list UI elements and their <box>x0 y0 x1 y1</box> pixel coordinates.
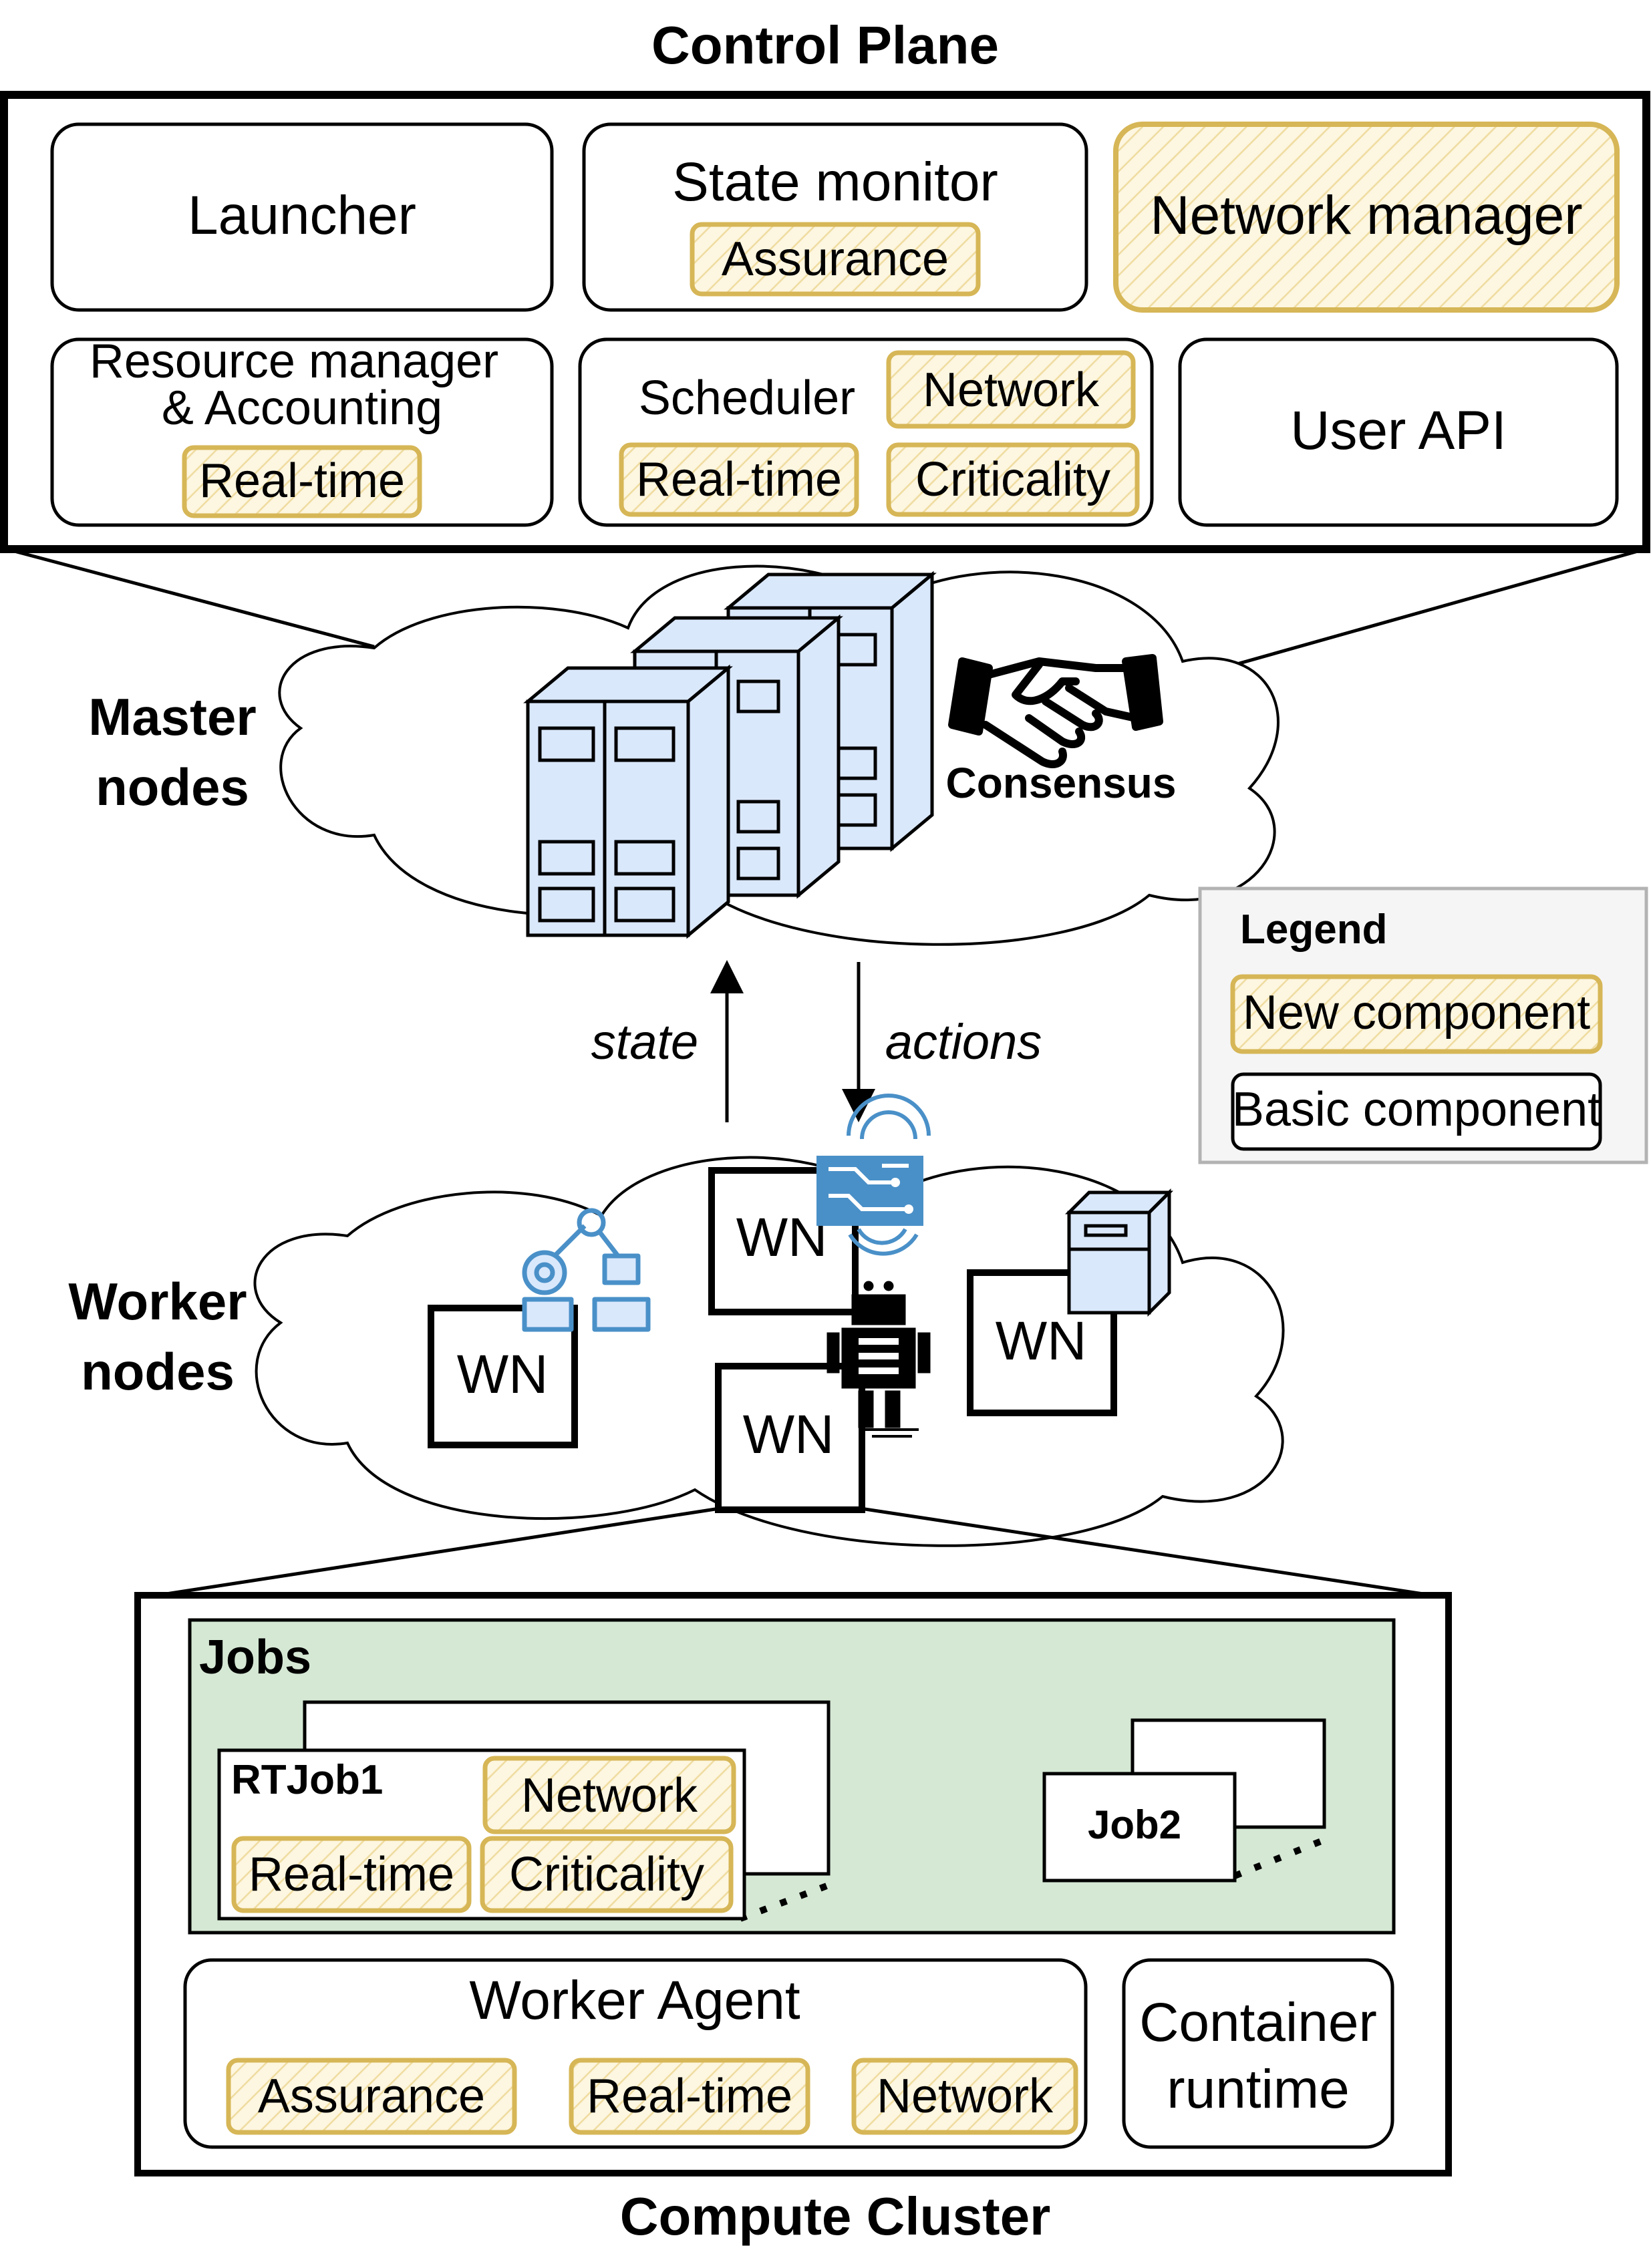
worker-node-4-label: WN <box>743 1404 835 1465</box>
compute-cluster-connector-left <box>140 1506 720 1600</box>
scheduler-realtime-badge-label: Real-time <box>636 453 842 506</box>
worker-node-3-label: WN <box>996 1311 1087 1371</box>
resource-manager-line1: Resource manager <box>90 335 498 388</box>
legend-new-component-label: New component <box>1243 986 1590 1039</box>
worker-agent-assurance-badge-label: Assurance <box>258 2070 485 2123</box>
resource-realtime-badge <box>182 445 422 518</box>
worker-node-2-label: WN <box>736 1207 828 1268</box>
container-runtime-line2: runtime <box>1167 2059 1349 2120</box>
job2-label: Job2 <box>1088 1802 1181 1847</box>
rtjob1-label: RTJob1 <box>231 1757 383 1803</box>
handshake-icon <box>948 654 1163 768</box>
worker-node-3: WN <box>967 1269 1117 1416</box>
legend-new-component-swatch <box>1230 974 1603 1054</box>
worker-node-1-label: WN <box>457 1344 549 1405</box>
scheduler-criticality-badge <box>886 442 1140 517</box>
worker-nodes-cloud <box>253 1156 1285 1547</box>
scheduler-realtime-badge <box>619 442 859 517</box>
rtjob1-card: RTJob1 Network Real-time Criticality <box>217 1748 746 1921</box>
master-nodes-line2: nodes <box>96 758 249 816</box>
state-label: state <box>591 1014 698 1070</box>
robot-arm-icon <box>522 1208 651 1332</box>
user-api-label: User API <box>1290 400 1507 461</box>
worker-agent-network-badge <box>851 2058 1078 2135</box>
scheduler-label: Scheduler <box>639 371 855 425</box>
container-runtime-component: Container runtime <box>1122 1958 1394 2149</box>
assurance-badge-label: Assurance <box>722 232 949 286</box>
legend: Legend New component Basic component <box>1198 886 1648 1164</box>
rtjob1-criticality-badge <box>480 1836 734 1913</box>
scheduler-network-badge-label: Network <box>923 363 1100 417</box>
job2-card: Job2 <box>1042 1772 1237 1883</box>
control-plane-connector-left <box>6 547 375 649</box>
worker-agent-label: Worker Agent <box>469 1970 800 2031</box>
container-runtime-line1: Container <box>1139 1992 1377 2053</box>
legend-title: Legend <box>1240 907 1387 953</box>
control-plane-title: Control Plane <box>651 15 999 75</box>
jobs-title: Jobs <box>199 1631 311 1684</box>
job2-stack-dots <box>1233 1837 1324 1879</box>
scheduler-criticality-badge-label: Criticality <box>915 453 1110 506</box>
consensus-label: Consensus <box>946 759 1177 807</box>
rtjob1-realtime-badge <box>231 1836 472 1913</box>
network-manager-component: Network manager <box>1113 122 1620 313</box>
rtjob1-stack-dots <box>739 1882 830 1922</box>
robot-icon <box>827 1281 931 1438</box>
compute-cluster-title: Compute Cluster <box>620 2186 1051 2246</box>
scheduler-component: Scheduler Network Real-time Criticality <box>578 337 1154 527</box>
user-api-component: User API <box>1178 337 1619 527</box>
worker-agent-realtime-badge <box>569 2058 810 2135</box>
legend-basic-component-swatch <box>1231 1072 1602 1151</box>
worker-agent-component: Worker Agent Assurance Real-time Network <box>183 1958 1088 2149</box>
worker-nodes-line2: nodes <box>81 1342 235 1401</box>
actions-label: actions <box>885 1014 1042 1070</box>
worker-agent-assurance-badge <box>226 2058 517 2135</box>
rtjob1-network-badge-label: Network <box>521 1769 698 1822</box>
scheduler-network-badge <box>886 350 1136 429</box>
master-nodes-line1: Master <box>88 687 256 746</box>
state-monitor-label: State monitor <box>672 152 998 212</box>
worker-nodes-line1: Worker <box>68 1272 247 1331</box>
worker-agent-network-badge-label: Network <box>877 2070 1054 2123</box>
resource-manager-component: Resource manager & Accounting Real-time <box>50 335 554 527</box>
server-rack-icon <box>523 571 937 939</box>
resource-realtime-badge-label: Real-time <box>199 454 405 508</box>
worker-node-1: WN <box>428 1305 578 1448</box>
rtjob1-criticality-badge-label: Criticality <box>509 1848 704 1901</box>
worker-node-4: WN <box>715 1363 865 1513</box>
state-monitor-component: State monitor Assurance <box>582 122 1088 312</box>
server-tower-icon <box>1064 1188 1174 1317</box>
legend-basic-component-label: Basic component <box>1232 1083 1601 1136</box>
iot-chip-icon <box>816 1094 931 1256</box>
assurance-badge <box>690 222 981 297</box>
rtjob1-network-badge <box>482 1756 736 1834</box>
control-plane-connector-right <box>1222 547 1646 670</box>
worker-agent-realtime-badge-label: Real-time <box>587 2070 792 2123</box>
compute-cluster-connector-right <box>860 1506 1451 1600</box>
launcher-label: Launcher <box>188 185 416 246</box>
resource-manager-line2: & Accounting <box>162 381 442 435</box>
jobs-area: Jobs RTJob1 Network Real-time Criticalit… <box>188 1618 1396 1935</box>
launcher-component: Launcher <box>50 122 554 312</box>
network-manager-label: Network manager <box>1150 185 1582 246</box>
rtjob1-realtime-badge-label: Real-time <box>249 1848 454 1901</box>
